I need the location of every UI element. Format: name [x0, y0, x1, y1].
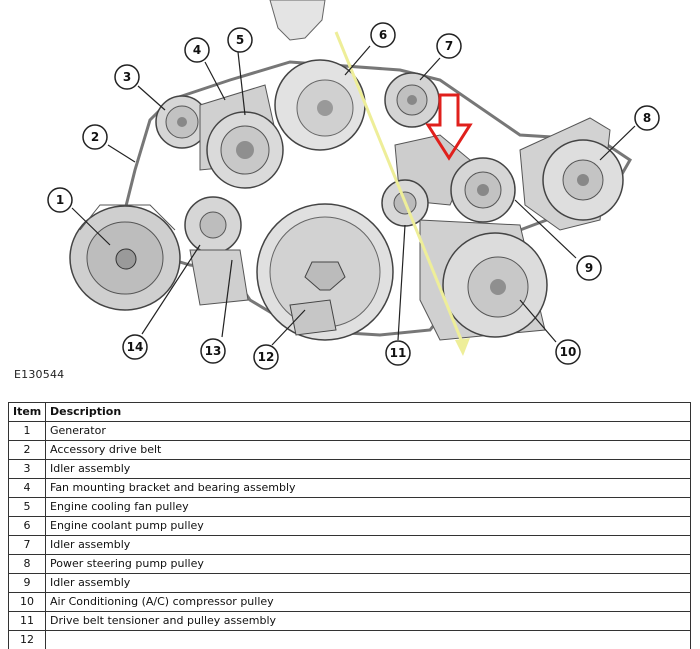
ac-compressor-part: [420, 220, 547, 340]
header-description: Description: [46, 403, 691, 422]
row-description: Fan mounting bracket and bearing assembl…: [46, 479, 691, 498]
svg-text:4: 4: [193, 43, 201, 57]
row-description: Accessory drive belt: [46, 441, 691, 460]
row-item-number: 2: [9, 441, 46, 460]
callout-8: 8: [635, 106, 659, 130]
callout-6: 6: [371, 23, 395, 47]
svg-text:8: 8: [643, 111, 651, 125]
callout-9: 9: [577, 256, 601, 280]
row-description: [46, 631, 691, 649]
svg-text:2: 2: [91, 130, 99, 144]
row-item-number: 1: [9, 422, 46, 441]
row-description: Idler assembly: [46, 536, 691, 555]
idler-assembly-9-part: [451, 158, 515, 222]
callout-13: 13: [201, 339, 225, 363]
row-item-number: 11: [9, 612, 46, 631]
crankshaft-pulley-part: [257, 204, 393, 340]
belt-routing-diagram: 1 2 3 4 5 6 7 8 9 10 11 12 13 14: [0, 0, 700, 400]
lower-idler-part: [185, 197, 248, 305]
callout-1: 1: [48, 188, 72, 212]
callout-3: 3: [115, 65, 139, 89]
row-item-number: 6: [9, 517, 46, 536]
callout-11: 11: [386, 341, 410, 365]
row-description: Drive belt tensioner and pulley assembly: [46, 612, 691, 631]
figure-id: E130544: [14, 368, 64, 381]
row-description: Idler assembly: [46, 460, 691, 479]
row-description: Engine cooling fan pulley: [46, 498, 691, 517]
callout-12: 12: [254, 345, 278, 369]
callout-2: 2: [83, 125, 107, 149]
row-item-number: 12: [9, 631, 46, 649]
row-description: Idler assembly: [46, 574, 691, 593]
row-item-number: 9: [9, 574, 46, 593]
table-header-row: Item Description: [9, 403, 691, 422]
row-description: Generator: [46, 422, 691, 441]
svg-text:10: 10: [560, 345, 577, 359]
svg-text:5: 5: [236, 33, 244, 47]
svg-text:7: 7: [445, 39, 453, 53]
callout-10: 10: [556, 340, 580, 364]
callout-5: 5: [228, 28, 252, 52]
row-description: Engine coolant pump pulley: [46, 517, 691, 536]
svg-text:12: 12: [258, 350, 275, 364]
callout-7: 7: [437, 34, 461, 58]
callout-14: 14: [123, 335, 147, 359]
svg-text:3: 3: [123, 70, 131, 84]
row-item-number: 3: [9, 460, 46, 479]
fan-pulley-part: [200, 85, 283, 188]
row-description: Air Conditioning (A/C) compressor pulley: [46, 593, 691, 612]
row-item-number: 8: [9, 555, 46, 574]
svg-text:14: 14: [127, 340, 144, 354]
row-item-number: 10: [9, 593, 46, 612]
row-description: Power steering pump pulley: [46, 555, 691, 574]
row-item-number: 4: [9, 479, 46, 498]
generator-part: [70, 205, 180, 310]
row-item-number: 7: [9, 536, 46, 555]
table-row: 12: [9, 631, 691, 649]
callout-4: 4: [185, 38, 209, 62]
idler-assembly-7-part: [385, 73, 439, 127]
svg-text:13: 13: [205, 344, 222, 358]
row-item-number: 5: [9, 498, 46, 517]
svg-text:1: 1: [56, 193, 64, 207]
upper-part-fragment: [270, 0, 325, 40]
svg-text:9: 9: [585, 261, 593, 275]
header-item: Item: [9, 403, 46, 422]
svg-text:6: 6: [379, 28, 387, 42]
svg-text:11: 11: [390, 346, 407, 360]
